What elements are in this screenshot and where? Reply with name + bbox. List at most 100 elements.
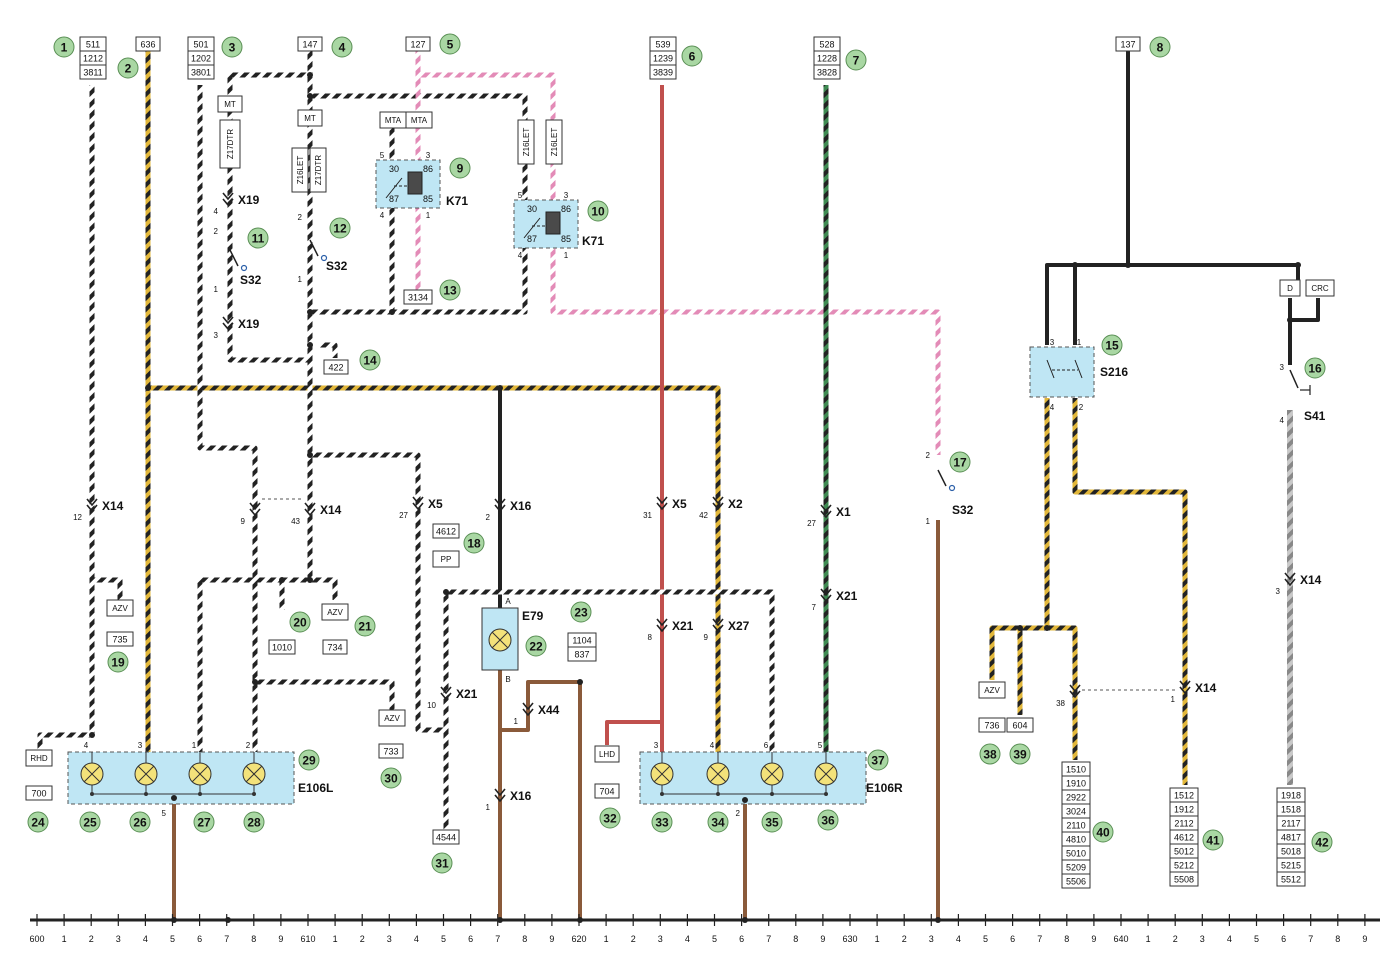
switch-s32-a-label: S32 bbox=[240, 273, 262, 287]
connector-x14-c1: 38 bbox=[1056, 684, 1081, 708]
callout-number: 22 bbox=[529, 640, 543, 654]
wire-6b bbox=[605, 720, 662, 745]
ruler-tick: 3 bbox=[116, 934, 121, 944]
option-mta-1-text: MTA bbox=[385, 116, 402, 125]
callout-number: 35 bbox=[765, 816, 779, 830]
ruler-tick: 630 bbox=[842, 934, 857, 944]
ruler-tick: 7 bbox=[224, 934, 229, 944]
connector-x14-a-pin: 12 bbox=[73, 513, 82, 522]
callout-number: 30 bbox=[384, 772, 398, 786]
callout-11: 11 bbox=[247, 227, 269, 249]
option-azv-3: AZV bbox=[378, 709, 406, 727]
connector-x14-a-label: X14 bbox=[102, 499, 124, 513]
pin-3: 3 bbox=[564, 191, 569, 200]
callout-6: 6 bbox=[681, 45, 703, 67]
box-41-line: 2112 bbox=[1174, 819, 1193, 829]
box-4544: 4544 bbox=[432, 829, 460, 845]
wire-4-azv bbox=[310, 577, 338, 600]
junction-dot bbox=[307, 309, 313, 315]
option-z16let-c-text: Z16LET bbox=[550, 128, 559, 157]
callout-15: 15 bbox=[1101, 334, 1123, 356]
box-40-line: 5010 bbox=[1066, 849, 1086, 859]
connector-x19-a-pin: 4 bbox=[214, 207, 219, 216]
lamp-pin: 3 bbox=[138, 741, 143, 750]
ruler-tick: 9 bbox=[1091, 934, 1096, 944]
callout-number: 24 bbox=[31, 816, 45, 830]
box-704: 704 bbox=[594, 783, 620, 799]
connector-x21-a-pin: 7 bbox=[812, 603, 817, 612]
callout-number: 3 bbox=[229, 41, 236, 55]
callout-number: 37 bbox=[871, 754, 885, 768]
box-422-line: 422 bbox=[328, 363, 343, 373]
box-700: 700 bbox=[25, 785, 53, 801]
ruler-tick: 6 bbox=[739, 934, 744, 944]
callout-23: 23 bbox=[570, 601, 592, 623]
ruler-tick: 6 bbox=[197, 934, 202, 944]
box-147-line: 147 bbox=[302, 40, 317, 50]
callout-1: 1 bbox=[53, 36, 75, 58]
ruler-tick: 7 bbox=[1308, 934, 1313, 944]
callout-number: 23 bbox=[574, 606, 588, 620]
pin-5: 5 bbox=[162, 809, 167, 818]
callout-26: 26 bbox=[129, 811, 151, 833]
lamp-pin: 3 bbox=[654, 741, 659, 750]
callout-number: 13 bbox=[443, 284, 457, 298]
switch-s41 bbox=[1289, 369, 1311, 395]
callout-16: 16 bbox=[1304, 357, 1326, 379]
connector-x5-a-label: X5 bbox=[428, 497, 443, 511]
box-42-line: 5215 bbox=[1281, 861, 1301, 871]
pin-b: B bbox=[505, 675, 510, 684]
ruler-tick: 600 bbox=[29, 934, 44, 944]
callout-number: 36 bbox=[821, 814, 835, 828]
option-crc-text: CRC bbox=[1311, 284, 1329, 293]
pin-4: 4 bbox=[1050, 403, 1055, 412]
ruler-tick: 2 bbox=[902, 934, 907, 944]
connector-x2-label: X2 bbox=[728, 497, 743, 511]
box-704-line: 704 bbox=[599, 787, 614, 797]
switch-s32-c bbox=[937, 469, 956, 492]
box-604: 604 bbox=[1006, 717, 1034, 733]
callout-21: 21 bbox=[354, 615, 376, 637]
callout-number: 1 bbox=[61, 41, 68, 55]
callout-number: 39 bbox=[1013, 748, 1027, 762]
wire-2-bus bbox=[148, 385, 721, 760]
box-1010-line: 1010 bbox=[272, 643, 292, 653]
callout-number: 33 bbox=[655, 816, 669, 830]
box-127: 127 bbox=[405, 36, 431, 52]
callout-2: 2 bbox=[117, 57, 139, 79]
lamp-pin: 5 bbox=[818, 741, 823, 750]
option-z16let-c: Z16LET bbox=[545, 119, 563, 165]
ruler-tick: 2 bbox=[89, 934, 94, 944]
pin-86: 86 bbox=[561, 204, 571, 214]
box-735: 735 bbox=[106, 631, 134, 647]
box-147: 147 bbox=[297, 36, 323, 52]
box-4612-line: 4612 bbox=[436, 527, 456, 537]
lamp-e79-label: E79 bbox=[522, 609, 544, 623]
box-40-line: 2922 bbox=[1066, 793, 1086, 803]
connector-x44-label: X44 bbox=[538, 703, 560, 717]
wire-8d bbox=[1288, 298, 1320, 322]
ruler-tick: 2 bbox=[631, 934, 636, 944]
ruler-tick: 1 bbox=[604, 934, 609, 944]
callout-8: 8 bbox=[1149, 36, 1171, 58]
connector-x27-pin: 9 bbox=[704, 633, 709, 642]
callout-number: 12 bbox=[333, 222, 347, 236]
ruler-tick: 7 bbox=[495, 934, 500, 944]
pin-1: 1 bbox=[926, 517, 931, 526]
box-42-line: 5018 bbox=[1281, 847, 1301, 857]
junction-dot bbox=[443, 589, 449, 595]
option-azv-3-text: AZV bbox=[384, 714, 400, 723]
callout-29: 29 bbox=[298, 749, 320, 771]
callout-7: 7 bbox=[845, 49, 867, 71]
wire-s216-4c bbox=[1047, 625, 1078, 760]
ruler-tick: 9 bbox=[1362, 934, 1367, 944]
box-501-line: 3801 bbox=[191, 68, 211, 78]
